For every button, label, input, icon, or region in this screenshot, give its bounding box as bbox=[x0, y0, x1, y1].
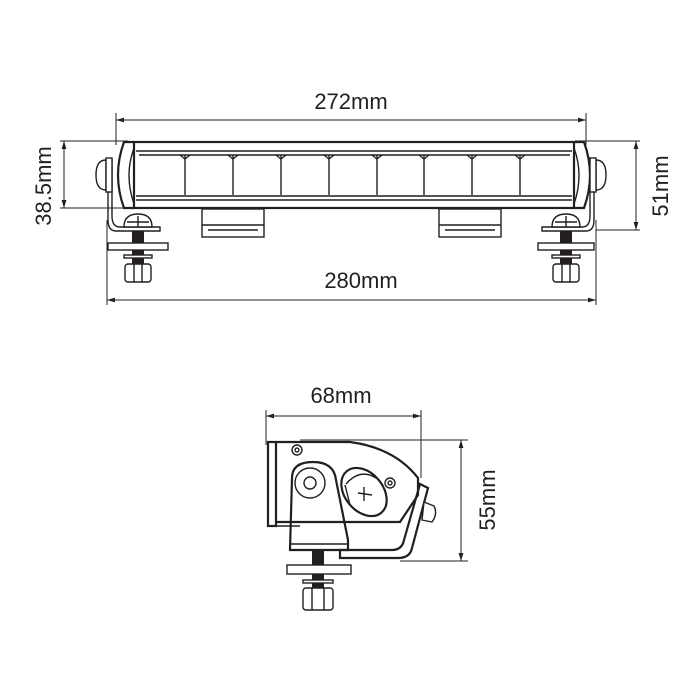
label-body-length: 272mm bbox=[314, 89, 387, 114]
left-mount-bracket bbox=[95, 157, 169, 283]
side-bolt bbox=[286, 551, 352, 611]
front-view: 272mm 280mm 38.5mm 51mm bbox=[31, 89, 673, 305]
dimension-body-height: 38.5mm bbox=[31, 140, 128, 226]
label-body-height: 38.5mm bbox=[31, 146, 56, 225]
underside-feet bbox=[201, 208, 502, 238]
light-bar-housing bbox=[116, 140, 592, 210]
led-segments bbox=[139, 154, 570, 195]
side-view: 68mm 55mm bbox=[265, 383, 500, 611]
label-height: 55mm bbox=[475, 469, 500, 530]
label-overall-length: 280mm bbox=[324, 268, 397, 293]
side-mount-block bbox=[288, 460, 350, 552]
side-l-bracket bbox=[338, 482, 437, 560]
label-overall-height: 51mm bbox=[648, 155, 673, 216]
dimension-body-length: 272mm bbox=[115, 89, 587, 145]
label-depth: 68mm bbox=[310, 383, 371, 408]
dimension-depth: 68mm bbox=[265, 383, 422, 478]
side-housing bbox=[266, 440, 420, 528]
dimension-height: 55mm bbox=[300, 439, 500, 562]
dimension-overall-height: 51mm bbox=[575, 140, 673, 231]
dimension-overall-length: 280mm bbox=[106, 220, 597, 305]
right-mount-bracket bbox=[537, 157, 607, 283]
